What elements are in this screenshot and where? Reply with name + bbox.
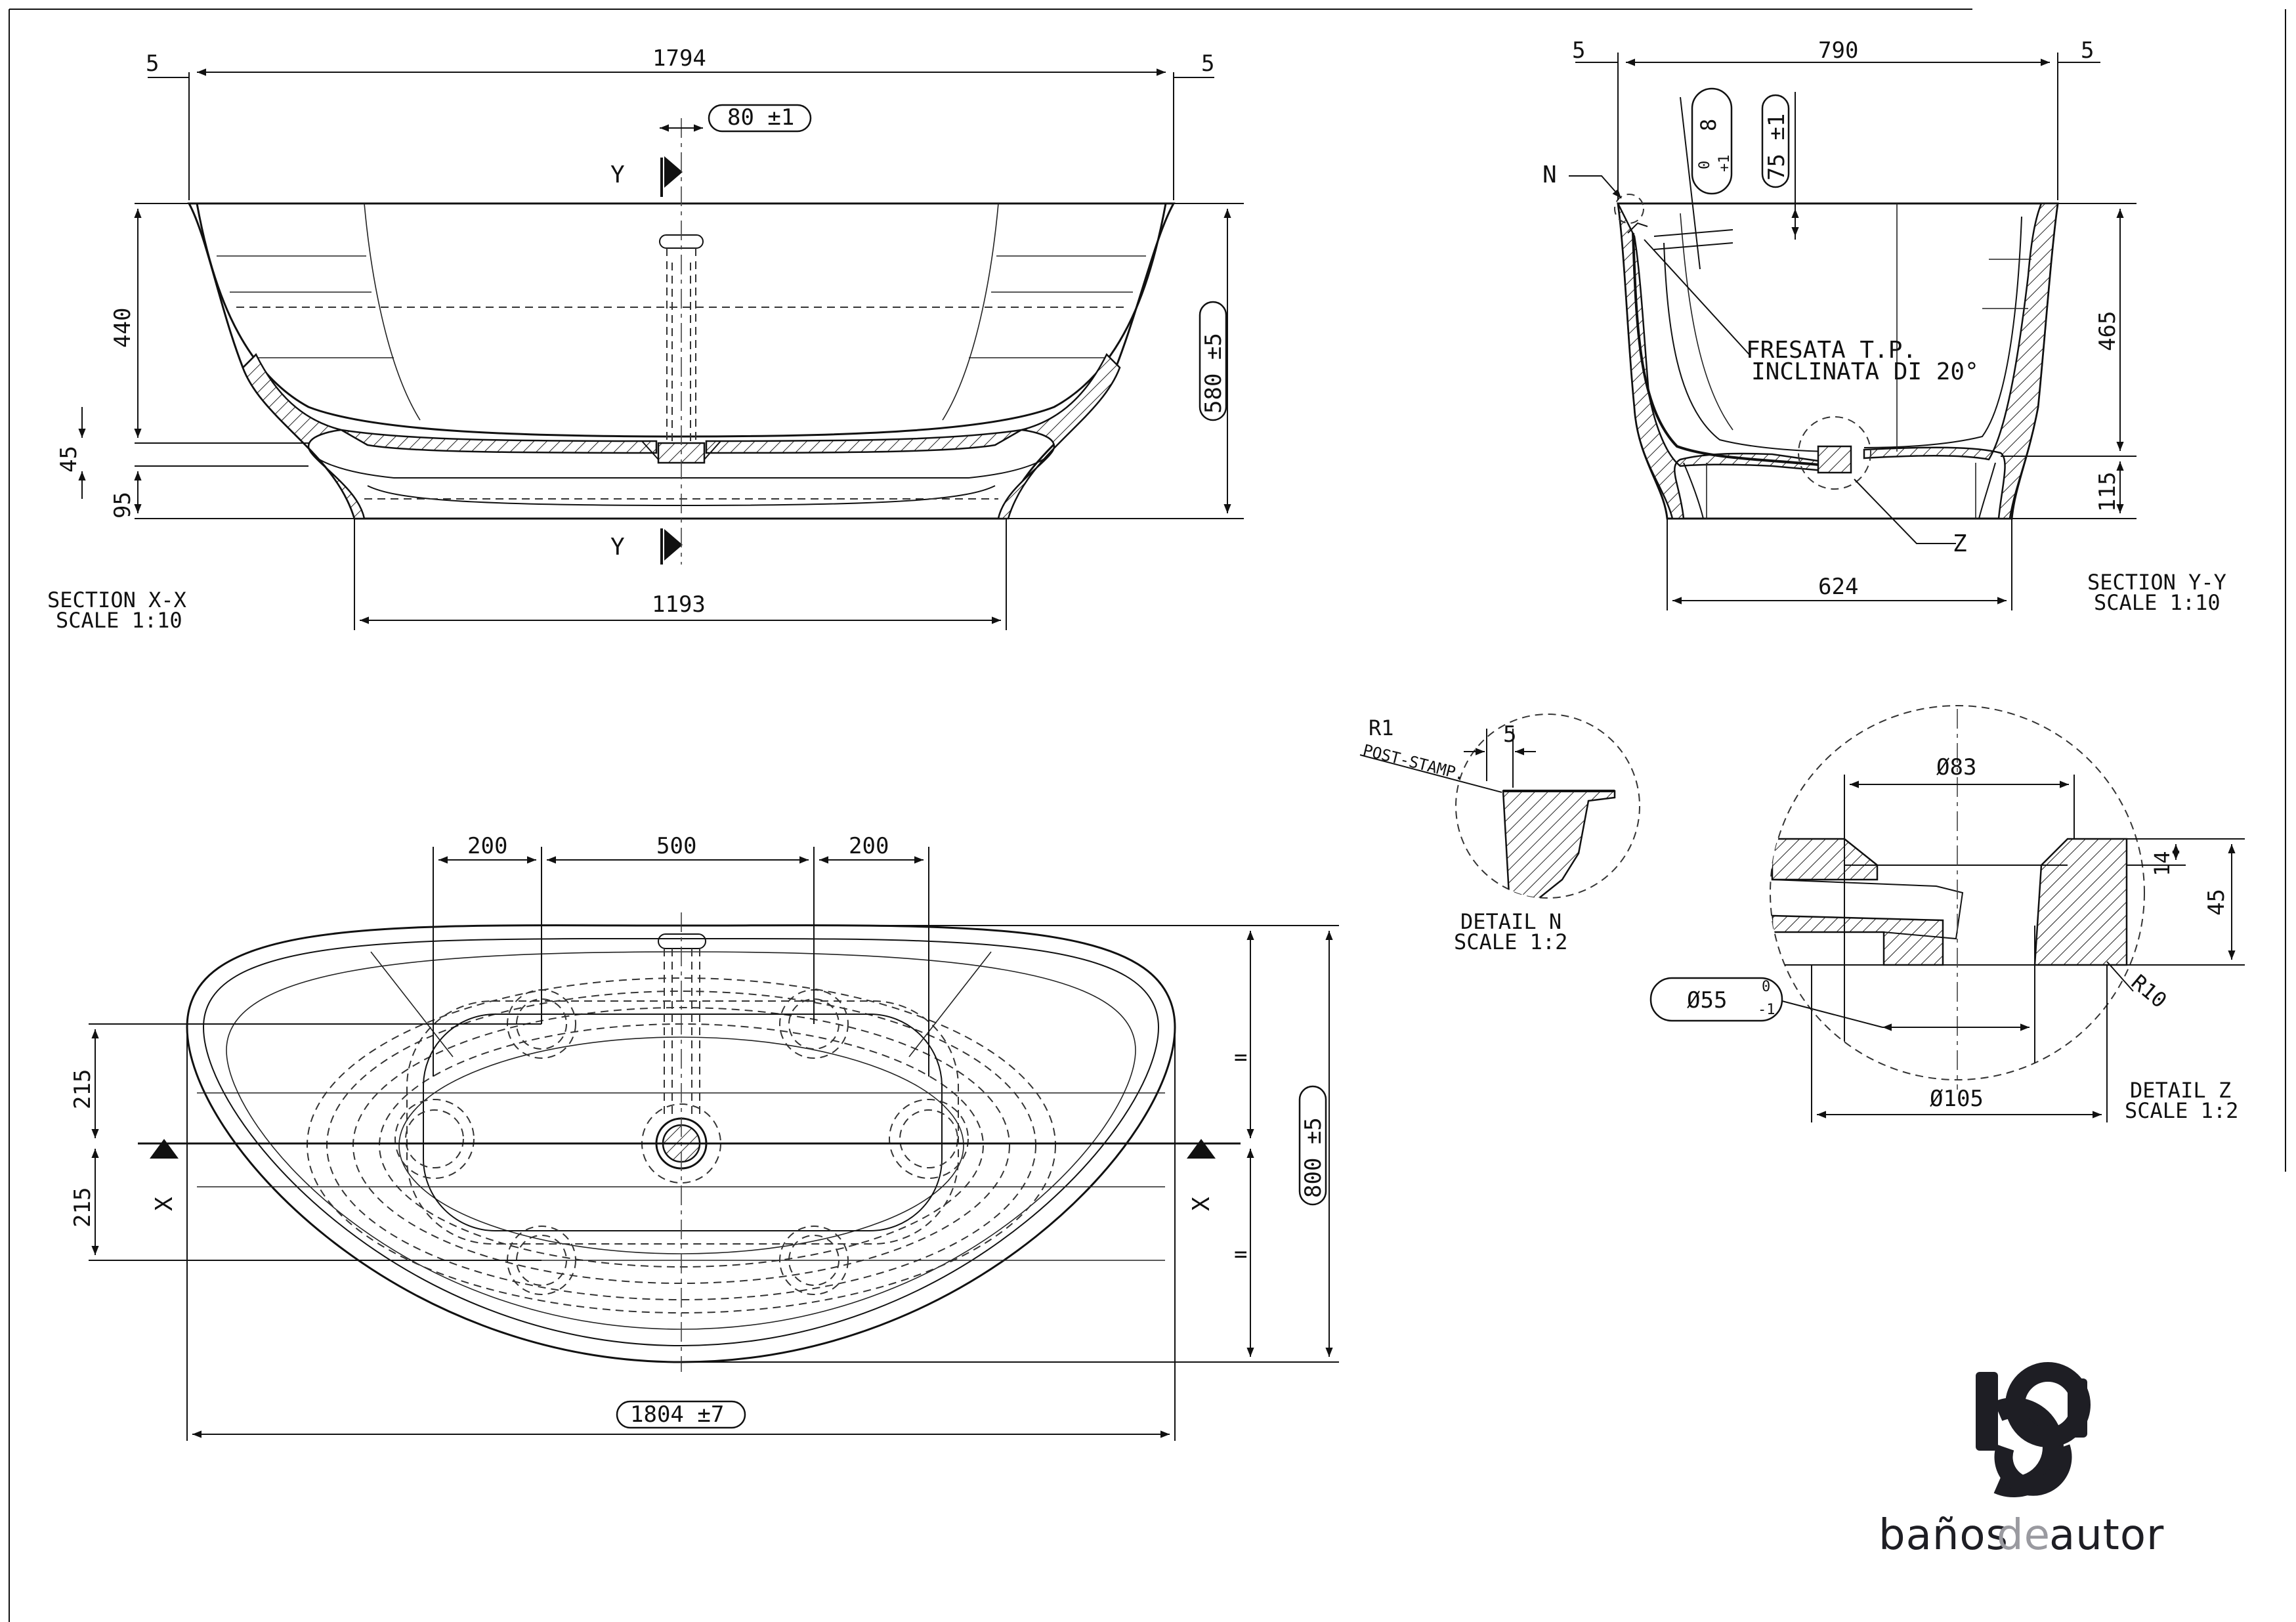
- section-yy-title: SECTION Y-Y: [2087, 570, 2226, 595]
- detail-z-dia-hole-tol-bottom: -1: [1758, 1002, 1775, 1018]
- equal-mark-bottom: =: [1234, 1241, 1247, 1268]
- detail-z-marker: Z: [1953, 530, 1967, 557]
- ba-monogram-logo: [1976, 1362, 2091, 1497]
- dim-edge-right-xx: 5: [1201, 51, 1214, 77]
- brand-name-part1: baños: [1879, 1511, 2009, 1560]
- fresata-note-line2: INCLINATA DI 20°: [1751, 358, 1979, 385]
- dim-spacing-left: 200: [467, 833, 507, 859]
- jet-middle-right: [889, 1099, 969, 1179]
- detail-z-scale: SCALE 1:2: [2125, 1098, 2238, 1123]
- detail-n-dim: 5: [1503, 721, 1516, 748]
- plan-view: X X 200 500 200 215 215 = = 800 ±5: [70, 833, 1339, 1441]
- dim-inner-depth-xx: 440: [110, 308, 136, 348]
- dim-slot-a-tol-bottom: +1: [1716, 155, 1733, 173]
- section-x-marker-left: X: [151, 1197, 178, 1211]
- dim-base-width-xx: 1193: [652, 591, 706, 618]
- dim-total-height: 580 ±5: [1201, 333, 1227, 414]
- detail-z-dia-top: Ø83: [1936, 754, 1976, 780]
- dim-edge-right-yy: 5: [2081, 37, 2094, 64]
- dim-foot-height-yy: 115: [2094, 472, 2121, 512]
- dim-overall-width-yy: 790: [1818, 37, 1858, 64]
- detail-z-depth-a: 14: [2150, 851, 2175, 876]
- brand-name-part2: de: [1997, 1511, 2051, 1560]
- detail-z-dia-hole-tol-top: 0: [1762, 979, 1770, 995]
- jet-bottom-right: [779, 1226, 849, 1295]
- dim-overflow: 80 ±1: [727, 104, 794, 131]
- brand-name-part3: autor: [2049, 1511, 2164, 1560]
- detail-z-radius: R10: [2127, 970, 2172, 1013]
- detail-n-note: POST-STAMP.: [1361, 741, 1467, 784]
- sheet-border: [9, 9, 2286, 1622]
- section-yy-view: N Z FRESATA T.P. INCLINATA DI 20° 790 5 …: [1542, 37, 2226, 615]
- section-xx-title: SECTION X-X: [47, 587, 186, 612]
- dim-slot-a: 8: [1696, 119, 1721, 131]
- detail-n-radius: R1: [1369, 715, 1394, 740]
- dim-base-width-yy: 624: [1818, 574, 1858, 600]
- dim-offset-bottom: 215: [70, 1187, 96, 1227]
- brand-logo: baños de autor: [1879, 1362, 2164, 1560]
- dim-slot-a-tol-top: 0: [1697, 161, 1713, 169]
- detail-n-view: 5 R1 POST-STAMP. DETAIL N SCALE 1:2: [1359, 714, 1640, 954]
- dim-spacing-right: 200: [849, 833, 889, 859]
- dim-edge-left-xx: 5: [146, 51, 159, 77]
- dim-total-depth: 800 ±5: [1300, 1117, 1327, 1198]
- dim-inner-depth-yy: 465: [2094, 311, 2121, 351]
- detail-n-title: DETAIL N: [1460, 909, 1562, 934]
- detail-z-view: Ø83 Ø55 0 -1 Ø105 14 45 R10 DETAIL Z SCA…: [1649, 705, 2245, 1123]
- jet-middle-left: [394, 1099, 475, 1179]
- dim-base-thickness: 45: [56, 446, 82, 473]
- equal-mark-top: =: [1234, 1044, 1247, 1071]
- detail-z-title: DETAIL Z: [2130, 1078, 2231, 1103]
- section-xx-view: Y Y 1794 5 5 80 ±1 440 45 95 580 ±5: [47, 45, 1244, 633]
- dim-offset-top: 215: [70, 1069, 96, 1109]
- detail-z-dia-hole: Ø55: [1687, 987, 1727, 1014]
- detail-n-marker: N: [1542, 161, 1557, 188]
- dim-foot-height-xx: 95: [110, 492, 136, 519]
- section-y-marker-bottom: Y: [610, 534, 625, 561]
- dim-slot-height: 75 ±1: [1764, 114, 1790, 181]
- fresata-note-line1: FRESATA T.P.: [1746, 337, 1917, 364]
- detail-z-dia-bottom: Ø105: [1930, 1086, 1984, 1112]
- section-xx-scale: SCALE 1:10: [56, 608, 182, 633]
- dim-edge-left-yy: 5: [1572, 37, 1585, 64]
- detail-z-depth-b: 45: [2203, 889, 2230, 916]
- dim-total-width: 1804 ±7: [630, 1401, 724, 1428]
- dim-spacing-center: 500: [656, 833, 696, 859]
- section-y-marker-top: Y: [610, 161, 625, 188]
- detail-n-scale: SCALE 1:2: [1454, 929, 1567, 954]
- dim-overall-width-xx: 1794: [652, 45, 706, 72]
- section-yy-scale: SCALE 1:10: [2094, 590, 2221, 615]
- section-x-marker-right: X: [1188, 1197, 1215, 1211]
